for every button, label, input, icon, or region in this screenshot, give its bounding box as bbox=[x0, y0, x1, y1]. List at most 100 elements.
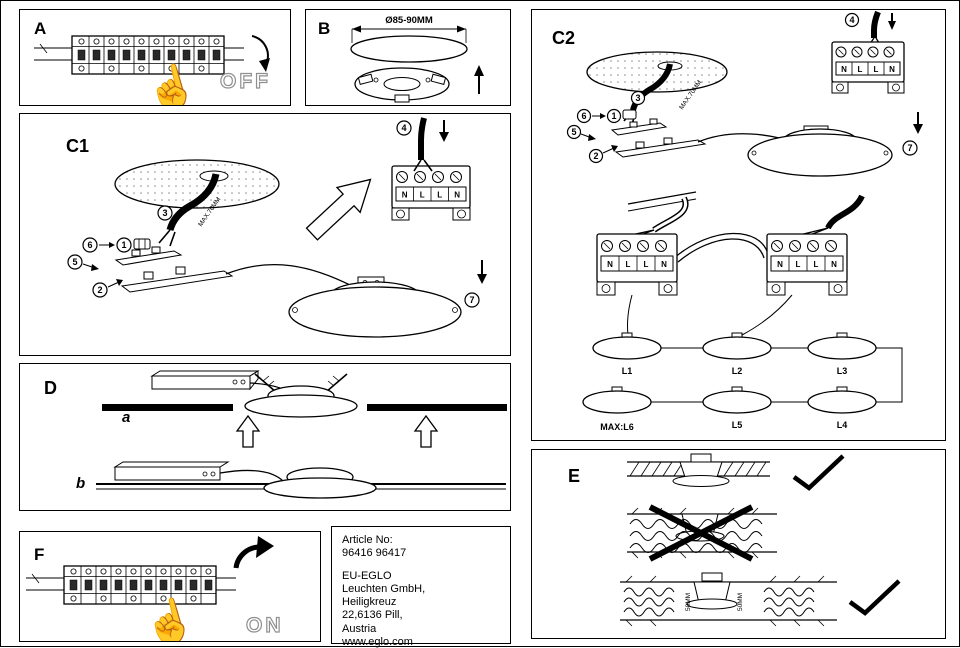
wire-into-terminal bbox=[413, 117, 433, 172]
terminal-l2: L bbox=[874, 65, 879, 74]
article-info-box: Article No: 96416 96417 EU-EGLO Leuchten… bbox=[331, 526, 511, 648]
terminal-l2: L bbox=[644, 260, 649, 269]
panel-b-hole-dimension: B Ø85-90MM bbox=[305, 9, 511, 106]
terminal-n1: N bbox=[402, 191, 408, 200]
panel-d-insertion: D a b bbox=[19, 363, 511, 511]
cross-mark-icon bbox=[648, 504, 754, 562]
rotate-on-arrow-icon bbox=[233, 536, 274, 569]
link-wire-1 bbox=[673, 232, 769, 259]
step-6-badge: 6 bbox=[82, 237, 98, 253]
lamp-5-label: L5 bbox=[732, 420, 743, 430]
step-6-badge: 6 bbox=[576, 108, 592, 124]
company-name: EU-EGLO bbox=[342, 570, 392, 583]
step-3-number: 3 bbox=[162, 208, 167, 218]
lamp-chain-wiring bbox=[627, 294, 903, 403]
step-a-label: a bbox=[122, 409, 130, 426]
step-2-number: 2 bbox=[593, 151, 598, 161]
terminal-l1: L bbox=[796, 260, 801, 269]
website-text: www.eglo.com bbox=[342, 635, 413, 648]
insulation-row3-right bbox=[763, 587, 815, 617]
step-4-number: 4 bbox=[401, 123, 406, 133]
company-line5: Austria bbox=[342, 622, 377, 635]
company-line4: 22,6136 Pill, bbox=[342, 609, 403, 622]
info-spacer bbox=[342, 560, 500, 570]
panel-c2-label: C2 bbox=[552, 28, 575, 48]
step-6-number: 6 bbox=[581, 111, 586, 121]
checkmark-row3-icon bbox=[848, 579, 901, 616]
clearance-right-text: 50MM bbox=[737, 593, 744, 611]
push-up-arrow-left bbox=[235, 414, 261, 448]
fixture-lead-wire bbox=[225, 264, 353, 287]
terminal-l2: L bbox=[814, 260, 819, 269]
lamp-4-drawing bbox=[807, 386, 877, 414]
mains-cable-drawing bbox=[158, 173, 220, 247]
step-7-badge: 7 bbox=[902, 140, 918, 156]
lamp-6-drawing bbox=[582, 386, 652, 414]
terminal-block-top-drawing: N L L N bbox=[831, 41, 905, 94]
hole-diameter-text: Ø85-90MM bbox=[385, 15, 433, 26]
up-arrow-icon bbox=[474, 65, 484, 94]
step-7-arrow-icon bbox=[913, 112, 923, 134]
article-numbers: 96416 96417 bbox=[342, 547, 407, 560]
spring-ring-drawing bbox=[354, 67, 450, 103]
panel-e-insulation: E bbox=[531, 449, 946, 639]
panel-f-label: F bbox=[34, 545, 44, 564]
step-2-number: 2 bbox=[97, 285, 102, 295]
insert-arrow-icon bbox=[888, 13, 896, 30]
terminal-n2: N bbox=[661, 260, 667, 269]
lamp-2-drawing bbox=[702, 332, 772, 360]
fixture-row3-drawing bbox=[686, 572, 738, 610]
step-1-number: 1 bbox=[121, 240, 126, 250]
terminal-l2: L bbox=[437, 191, 442, 200]
downlight-fixture-drawing bbox=[288, 276, 462, 338]
terminal-block-right-drawing: N L L N bbox=[766, 233, 848, 296]
max-lamps-note: MAX:L6 bbox=[600, 422, 634, 432]
lamp-5-drawing bbox=[702, 386, 772, 414]
step-5-number: 5 bbox=[571, 127, 576, 137]
fixture-b-drawing bbox=[263, 467, 377, 499]
step-3-number: 3 bbox=[635, 93, 640, 103]
panel-a-label: A bbox=[34, 19, 46, 38]
panel-a-power-off: A ☝ OFF bbox=[19, 9, 291, 106]
driver-box-a-drawing bbox=[150, 370, 260, 391]
step-7-number: 7 bbox=[907, 143, 912, 153]
lamp-4-label: L4 bbox=[837, 420, 848, 430]
driver-cable-b bbox=[219, 469, 285, 483]
terminal-l1: L bbox=[626, 260, 631, 269]
link-wire-2 bbox=[677, 238, 765, 263]
panel-b-label: B bbox=[318, 19, 330, 38]
terminal-block-left-drawing: N L L N bbox=[596, 233, 678, 296]
terminal-n1: N bbox=[841, 65, 847, 74]
on-text: ON bbox=[246, 614, 284, 637]
terminal-n1: N bbox=[777, 260, 783, 269]
step-3-badge: 3 bbox=[630, 90, 646, 106]
insulation-row3-left bbox=[623, 587, 675, 617]
panel-e-label: E bbox=[568, 466, 580, 486]
dimension-arrows bbox=[351, 25, 467, 43]
driver-box-b-drawing bbox=[113, 461, 230, 481]
step-6-number: 6 bbox=[87, 240, 92, 250]
fixture-a-drawing bbox=[244, 373, 358, 418]
mounting-spring-drawing bbox=[114, 246, 234, 293]
lamp-1-label: L1 bbox=[622, 366, 633, 376]
terminal-n2: N bbox=[454, 191, 460, 200]
circuit-breaker-strip bbox=[34, 35, 244, 75]
terminal-block-drawing: N L L N bbox=[391, 165, 471, 221]
panel-f-power-on: F ☝ ON bbox=[19, 531, 321, 642]
terminal-n2: N bbox=[889, 65, 895, 74]
spring-clip-icon bbox=[622, 109, 637, 120]
panel-c1-single-wiring: C1 MAX.70MM 3 6 bbox=[19, 113, 511, 356]
company-line3: Heiligkreuz bbox=[342, 596, 397, 609]
step-5-badge: 5 bbox=[566, 124, 582, 140]
detail-pointer-arrow bbox=[305, 178, 372, 241]
lamp-1-drawing bbox=[592, 332, 662, 360]
lamp-3-drawing bbox=[807, 332, 877, 360]
fixture-row1-drawing bbox=[672, 453, 730, 487]
step-b-label: b bbox=[76, 475, 85, 492]
rotate-off-arrow-icon bbox=[251, 35, 270, 72]
article-label: Article No: bbox=[342, 534, 393, 546]
clearance-left-text: 50MM bbox=[685, 593, 692, 611]
ceiling-hole-drawing bbox=[350, 35, 468, 63]
ceiling-bar-left bbox=[102, 404, 233, 411]
